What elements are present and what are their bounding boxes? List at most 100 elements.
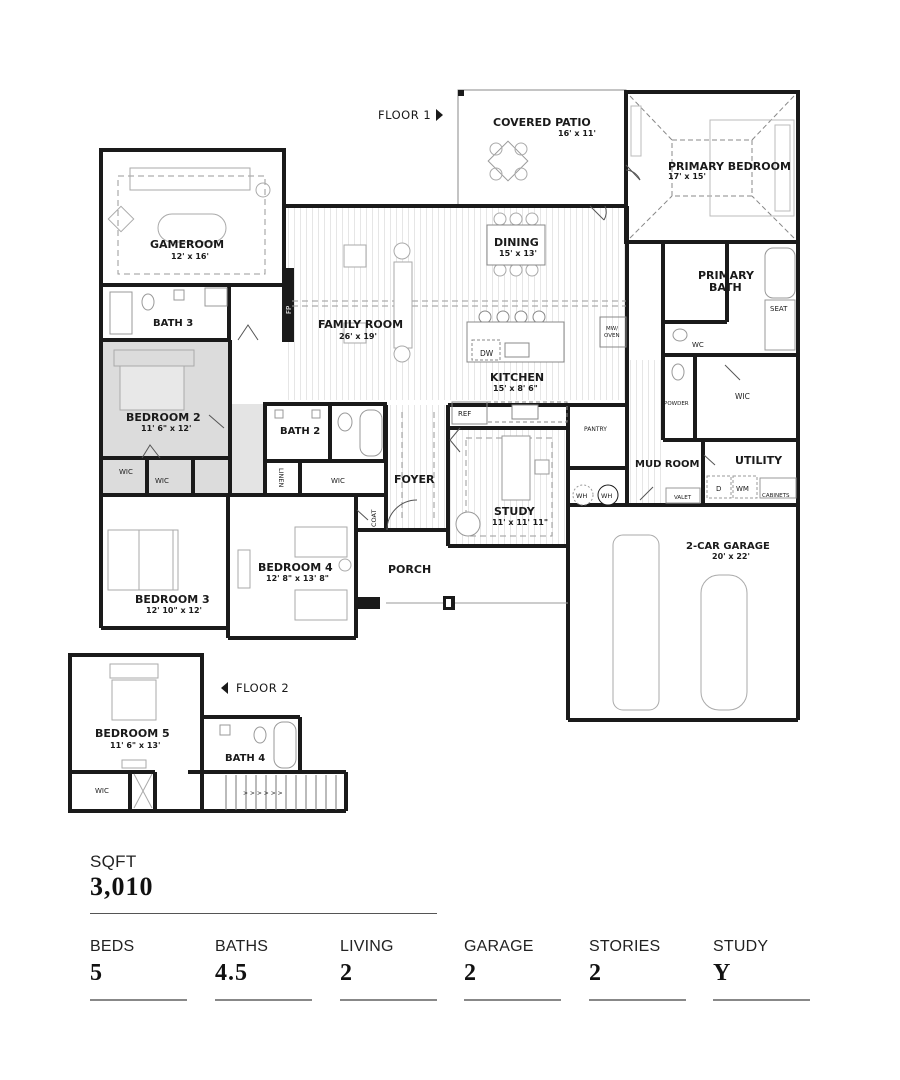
wic-b5-label: WIC xyxy=(95,787,109,795)
spec-label: LIVING xyxy=(340,938,394,955)
sqft-label: SQFT xyxy=(90,852,137,871)
utility-label: UTILITY xyxy=(735,454,783,467)
primary-wic-label: WIC xyxy=(735,392,750,401)
gameroom-label: GAMEROOM xyxy=(150,238,224,251)
garage-label: 2-CAR GARAGE xyxy=(686,541,770,552)
spec-label: STUDY xyxy=(713,938,769,955)
wc-label: WC xyxy=(692,341,704,349)
bedroom2-label: BEDROOM 2 xyxy=(126,411,201,424)
divider xyxy=(90,999,187,1001)
gameroom-furniture xyxy=(107,167,271,243)
wh2-label: WH xyxy=(601,492,612,500)
fixtures xyxy=(109,247,796,769)
dining-label: DINING xyxy=(494,236,539,249)
spec-beds: BEDS 5 xyxy=(90,938,187,1001)
floor2-arrow-icon xyxy=(221,682,228,694)
pantry-label: PANTRY xyxy=(584,426,607,433)
divider xyxy=(464,999,561,1001)
stair-arrows: > > > > > > xyxy=(243,790,283,797)
linen-label: LINEN xyxy=(277,468,285,488)
gameroom-size: 12' x 16' xyxy=(171,252,209,261)
floor2-walls xyxy=(68,653,348,813)
wh1-label: WH xyxy=(576,492,587,500)
floor1-arrow-icon xyxy=(436,109,443,121)
study-label: STUDY xyxy=(494,505,536,518)
spec-label: STORIES xyxy=(589,938,661,955)
spec-study: STUDY Y xyxy=(713,938,810,1001)
study-size: 11' x 11' 11" xyxy=(492,518,548,527)
primary-bath-label-1: PRIMARY xyxy=(698,269,755,282)
family-room-label: FAMILY ROOM xyxy=(318,318,403,331)
wic-b2a-label: WIC xyxy=(119,468,133,476)
primary-bath-label-2: BATH xyxy=(709,281,742,294)
mw-oven-label-1: MW/ xyxy=(606,326,618,332)
fp-label: FP xyxy=(285,306,293,314)
spec-label: BATHS xyxy=(215,938,269,955)
garage-size: 20' x 22' xyxy=(712,552,750,561)
divider xyxy=(713,999,810,1001)
spec-value: 2 xyxy=(464,960,477,986)
primary-bedroom-size: 17' x 15' xyxy=(668,172,706,181)
spec-value: 2 xyxy=(589,960,602,986)
covered-patio xyxy=(457,89,627,207)
spec-value: Y xyxy=(713,960,732,986)
valet-label: VALET xyxy=(674,495,692,501)
primary-bedroom-label: PRIMARY BEDROOM xyxy=(668,160,791,173)
divider xyxy=(215,999,312,1001)
floor-plan: FLOOR 1 FLOOR 2 COVERED PATIO 16' x 11' … xyxy=(68,89,800,813)
bedroom5-size: 11' 6" x 13' xyxy=(110,741,160,750)
spec-stories: STORIES 2 xyxy=(589,938,686,1001)
covered-patio-label: COVERED PATIO xyxy=(493,116,591,129)
water-heaters xyxy=(572,484,619,506)
bedroom3-size: 12' 10" x 12' xyxy=(146,606,202,615)
divider xyxy=(340,999,437,1001)
bath3-label: BATH 3 xyxy=(153,318,193,329)
spec-value: 5 xyxy=(90,960,103,986)
wic-b4-label: WIC xyxy=(331,477,345,485)
spec-baths: BATHS 4.5 xyxy=(215,938,312,1001)
family-room-floor xyxy=(284,206,626,400)
spec-value: 2 xyxy=(340,960,353,986)
bedroom2-size: 11' 6" x 12' xyxy=(141,424,191,433)
family-room-size: 26' x 19' xyxy=(339,332,377,341)
dw-label: DW xyxy=(480,349,494,358)
divider xyxy=(589,999,686,1001)
foyer-label: FOYER xyxy=(394,473,435,486)
doors xyxy=(141,164,741,531)
hall-highlight xyxy=(230,404,265,495)
bath2-label: BATH 2 xyxy=(280,426,320,437)
covered-patio-size: 16' x 11' xyxy=(558,129,596,138)
study-desk xyxy=(455,435,550,537)
bath4-label: BATH 4 xyxy=(225,753,265,764)
spec-label: GARAGE xyxy=(464,938,534,955)
mw-oven-label-2: OVEN xyxy=(604,333,620,339)
walls-floor1 xyxy=(99,148,800,722)
floor2-label: FLOOR 2 xyxy=(236,681,289,695)
kitchen-island xyxy=(451,310,627,425)
seat-label: SEAT xyxy=(770,305,788,313)
mudroom-floor xyxy=(627,360,663,505)
spec-value: 4.5 xyxy=(215,960,248,986)
divider xyxy=(90,913,437,914)
floor1-label: FLOOR 1 xyxy=(378,108,431,122)
kitchen-label: KITCHEN xyxy=(490,371,544,384)
foyer-floor xyxy=(386,405,448,530)
spec-living: LIVING 2 xyxy=(340,938,437,1001)
dryer-label: D xyxy=(716,485,721,493)
primary-bedroom xyxy=(624,90,800,244)
porch-label: PORCH xyxy=(388,563,431,576)
bedroom-furniture xyxy=(107,349,748,711)
washer-label: WM xyxy=(736,485,749,493)
mud-room-label: MUD ROOM xyxy=(635,459,700,470)
coat-label: COAT xyxy=(370,510,378,527)
spec-garage: GARAGE 2 xyxy=(464,938,561,1001)
kitchen-size: 15' x 8' 6" xyxy=(493,384,538,393)
laundry xyxy=(665,475,797,504)
dining-size: 15' x 13' xyxy=(499,249,537,258)
family-room-furniture xyxy=(343,242,413,363)
ref-label: REF xyxy=(458,410,471,418)
bedroom4-size: 12' 8" x 13' 8" xyxy=(266,574,329,583)
bedroom3-label: BEDROOM 3 xyxy=(135,593,210,606)
sqft-value: 3,010 xyxy=(90,872,154,901)
